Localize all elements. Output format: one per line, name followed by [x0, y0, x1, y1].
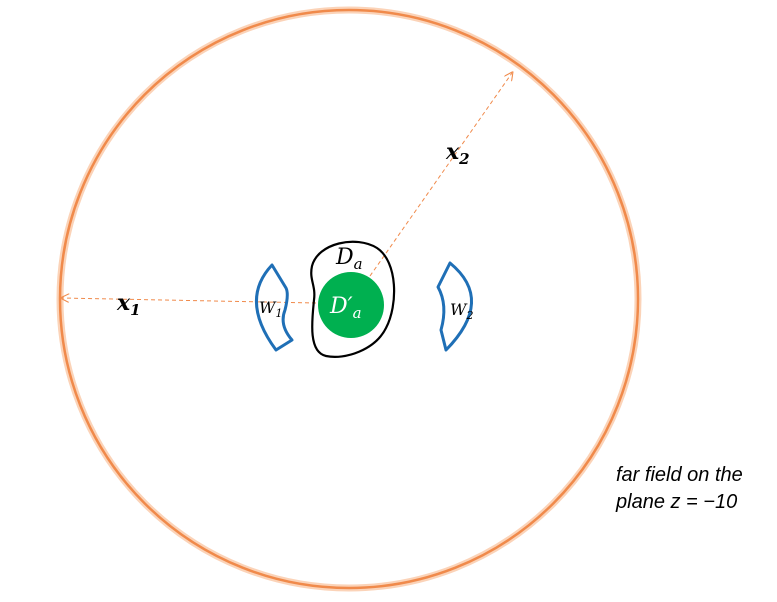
far-field-caption: far field on the plane z = −10 — [616, 462, 776, 516]
domain-dpa-disk — [318, 272, 384, 338]
dpa-label: D′a — [329, 294, 362, 322]
window-w1 — [254, 263, 294, 352]
domain-da-outline — [310, 240, 396, 358]
w2-label: W2 — [450, 300, 473, 322]
x2-label: x2 — [445, 139, 470, 168]
da-label: Da — [335, 245, 363, 273]
w1-label: W1 — [259, 298, 282, 320]
caption-line-2: plane z = −10 — [616, 491, 738, 513]
x2-arrow — [369, 73, 512, 277]
x1-arrow — [62, 298, 317, 304]
x1-label: x1 — [116, 290, 141, 319]
caption-line-1: far field on the — [616, 464, 743, 486]
window-w2 — [436, 261, 473, 352]
far-field-circle — [58, 8, 640, 590]
